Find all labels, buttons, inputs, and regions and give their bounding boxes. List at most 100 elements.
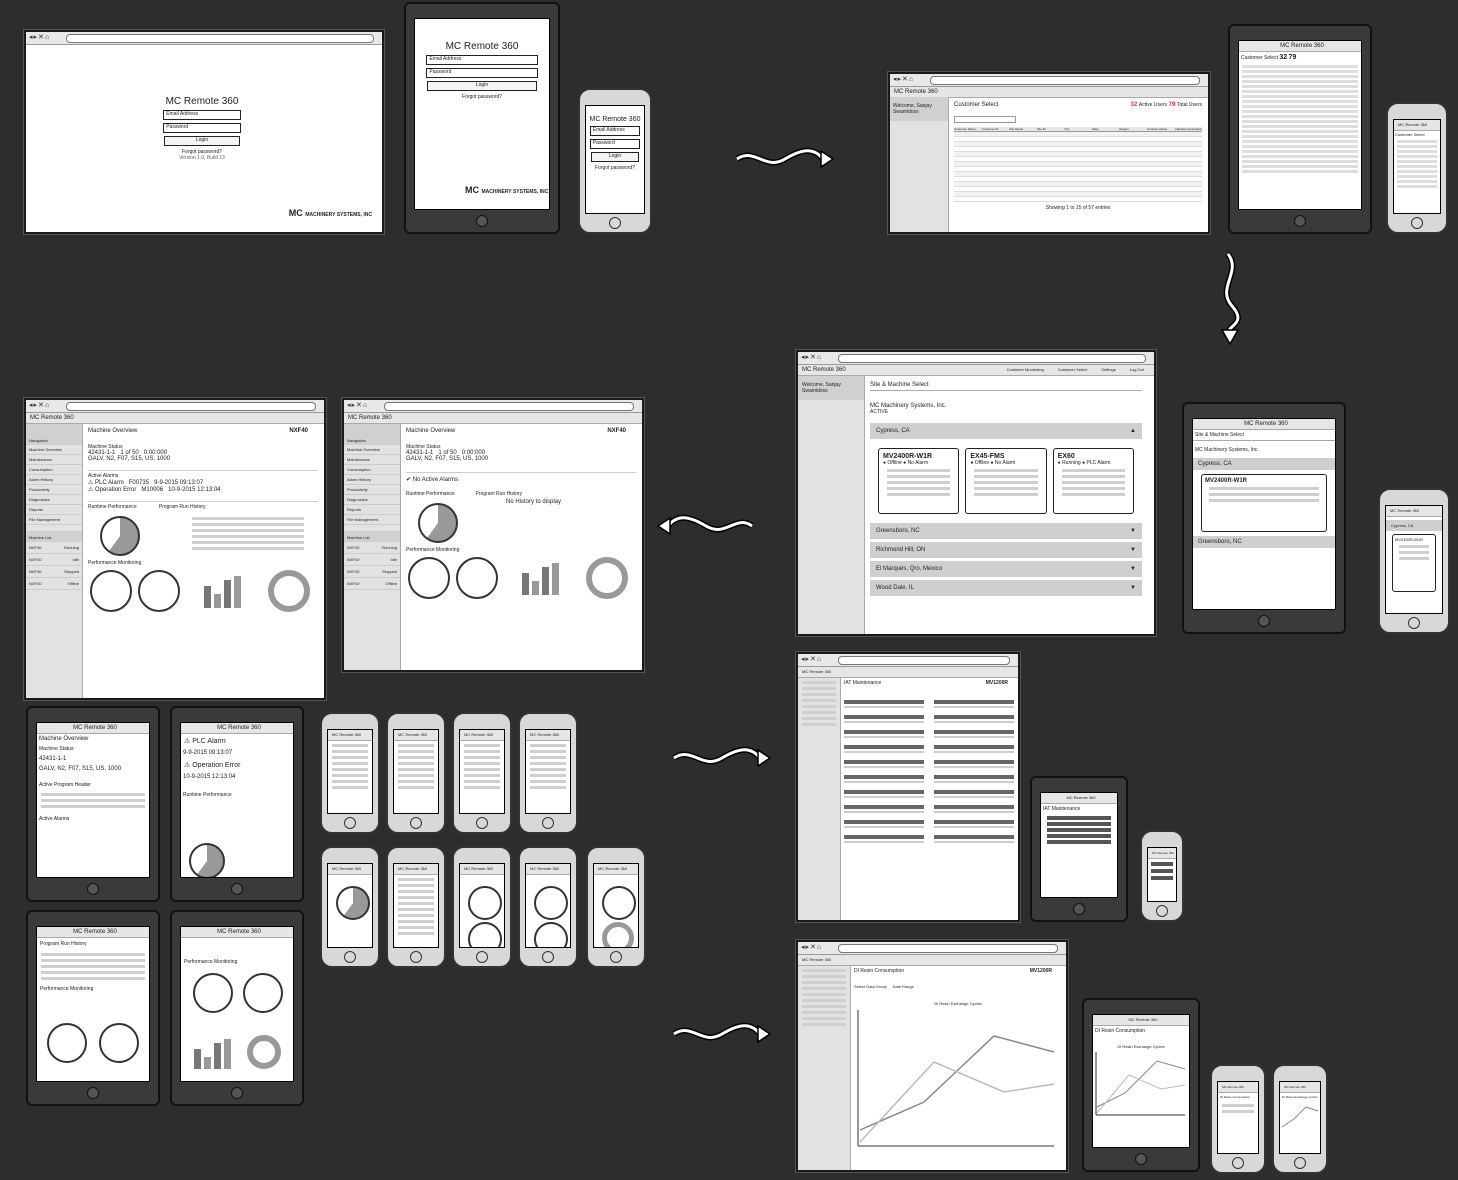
list-item[interactable]	[1242, 95, 1358, 98]
browser-nav-icons[interactable]: ◂▸✕⌂	[29, 34, 51, 41]
site-header[interactable]: Greensboro, NC ▼	[870, 523, 1142, 539]
list-item[interactable]	[1242, 90, 1358, 93]
home-button[interactable]	[1156, 905, 1168, 917]
site-header[interactable]: Wood Dale, IL ▼	[870, 580, 1142, 596]
list-item[interactable]	[1242, 130, 1358, 133]
sidebar-item[interactable]: Consumption	[344, 465, 400, 475]
url-bar[interactable]	[66, 34, 374, 43]
url-bar[interactable]	[384, 402, 634, 411]
machine-card[interactable]: MV2400R-W1R	[1392, 534, 1436, 592]
url-bar[interactable]	[838, 656, 1010, 665]
home-button[interactable]	[476, 951, 488, 963]
table-row[interactable]	[954, 167, 1202, 172]
home-button[interactable]	[344, 817, 356, 829]
url-bar[interactable]	[66, 402, 316, 411]
login-button[interactable]: Login	[164, 136, 240, 146]
list-item[interactable]	[1242, 120, 1358, 123]
list-item[interactable]	[1242, 100, 1358, 103]
list-item[interactable]	[1242, 70, 1358, 73]
site-header-cypress[interactable]: Cypress, CA	[1193, 458, 1335, 470]
password-field[interactable]: Password	[589, 139, 641, 149]
list-item[interactable]	[1397, 165, 1437, 168]
list-item[interactable]	[1242, 65, 1358, 68]
browser-nav-icons[interactable]: ◂▸✕⌂	[29, 402, 51, 409]
table-row[interactable]	[954, 147, 1202, 152]
browser-nav-icons[interactable]: ◂▸✕⌂	[347, 402, 369, 409]
column-header[interactable]: Customer Name	[954, 127, 976, 131]
list-item[interactable]	[1397, 170, 1437, 173]
list-item[interactable]	[1397, 145, 1437, 148]
nav-item[interactable]: Log Out	[1129, 367, 1144, 372]
list-item[interactable]	[1242, 80, 1358, 83]
home-button[interactable]	[1232, 1157, 1244, 1169]
nav-item[interactable]: Settings	[1101, 367, 1116, 372]
browser-nav-icons[interactable]: ◂▸✕⌂	[801, 944, 823, 951]
sidebar-item[interactable]: Diagnostics	[344, 495, 400, 505]
column-header[interactable]: Region	[1119, 127, 1129, 131]
table-row[interactable]	[954, 152, 1202, 157]
home-button[interactable]	[610, 951, 622, 963]
sidebar-item[interactable]: Consumption	[26, 465, 82, 475]
search-input[interactable]	[954, 116, 1016, 123]
url-bar[interactable]	[838, 944, 1058, 953]
machine-card[interactable]: MV2400R-W1R	[1201, 474, 1327, 532]
machine-card[interactable]: EX60● Running ● PLC Alarm	[1052, 448, 1134, 514]
list-item[interactable]	[1242, 85, 1358, 88]
sidebar-item[interactable]: Reports	[344, 505, 400, 515]
site-header-cypress[interactable]: Cypress, CA	[1386, 520, 1442, 531]
list-item[interactable]	[1242, 110, 1358, 113]
email-field[interactable]: Email Address	[163, 110, 241, 120]
column-header[interactable]: Contract Active	[1146, 127, 1168, 131]
home-button[interactable]	[476, 817, 488, 829]
table-row[interactable]	[954, 197, 1202, 202]
list-item[interactable]	[1397, 180, 1437, 183]
column-header[interactable]: Site Name	[1009, 127, 1024, 131]
list-item[interactable]	[1242, 155, 1358, 158]
browser-nav-icons[interactable]: ◂▸✕⌂	[893, 76, 915, 83]
list-item[interactable]	[1242, 115, 1358, 118]
url-bar[interactable]	[930, 76, 1200, 85]
table-row[interactable]	[954, 157, 1202, 162]
nav-item[interactable]: Customer Monitoring	[1006, 367, 1044, 372]
sidebar-item[interactable]: Diagnostics	[26, 495, 82, 505]
column-header[interactable]: City	[1064, 127, 1070, 131]
list-item[interactable]	[1242, 145, 1358, 148]
home-button[interactable]	[87, 883, 99, 895]
table-row[interactable]	[954, 132, 1202, 137]
home-button[interactable]	[1135, 1153, 1147, 1165]
column-header[interactable]: Site ID	[1036, 127, 1046, 131]
home-button[interactable]	[1294, 1157, 1306, 1169]
list-item[interactable]	[1397, 155, 1437, 158]
machine-card[interactable]: MV2400R-W1R● Offline ● No Alarm	[878, 448, 960, 514]
site-header-greensboro[interactable]: Greensboro, NC	[1193, 536, 1335, 548]
home-button[interactable]	[1411, 217, 1423, 229]
list-item[interactable]	[1397, 140, 1437, 143]
browser-nav-icons[interactable]: ◂▸✕⌂	[801, 656, 823, 663]
table-row[interactable]	[954, 187, 1202, 192]
home-button[interactable]	[231, 883, 243, 895]
url-bar[interactable]	[838, 354, 1146, 363]
list-item[interactable]	[1397, 150, 1437, 153]
email-field[interactable]: Email Address	[426, 55, 538, 65]
list-item[interactable]	[1242, 165, 1358, 168]
home-button[interactable]	[1073, 903, 1085, 915]
sidebar-item[interactable]: File Management	[26, 515, 82, 525]
list-item[interactable]	[1242, 140, 1358, 143]
password-field[interactable]: Password	[426, 68, 538, 78]
list-item[interactable]	[1242, 75, 1358, 78]
home-button[interactable]	[542, 951, 554, 963]
site-header[interactable]: Cypress, CA ▲	[870, 423, 1142, 439]
list-item[interactable]	[1242, 135, 1358, 138]
table-row[interactable]	[954, 177, 1202, 182]
nav-item[interactable]: Customer Select	[1057, 367, 1088, 372]
column-header[interactable]: Customer ID	[981, 127, 999, 131]
column-header[interactable]: State	[1091, 127, 1099, 131]
home-button[interactable]	[231, 1087, 243, 1099]
sidebar-item[interactable]: Productivity	[344, 485, 400, 495]
forgot-password-link[interactable]: Forgot password?	[594, 165, 636, 171]
